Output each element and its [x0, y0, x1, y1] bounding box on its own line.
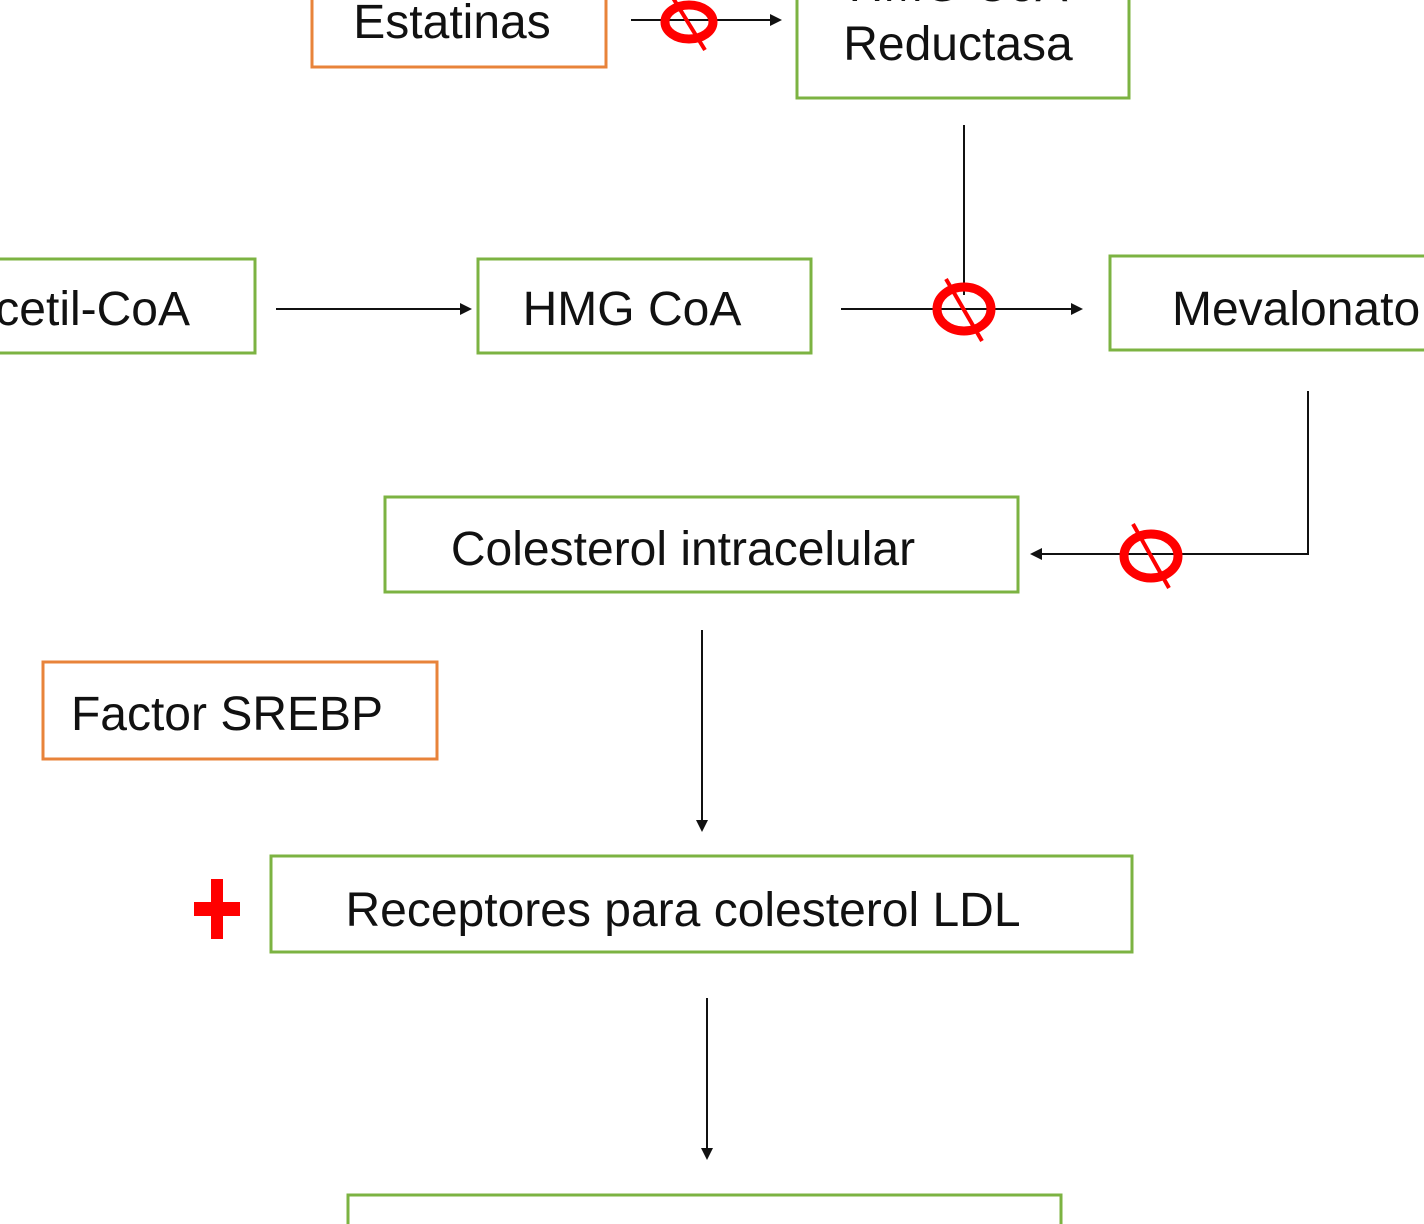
plus-icon [194, 879, 240, 939]
node-estatinas-label: Estatinas [353, 0, 550, 49]
node-receptores-ldl: Receptores para colesterol LDL [269, 854, 1134, 954]
node-colesterol-intracelular: Colesterol intracelular [383, 495, 1020, 594]
node-estatinas: Estatinas [310, 0, 608, 69]
node-colesterol-intracelular-label: Colesterol intracelular [451, 523, 915, 576]
node-factor-srebp: Factor SREBP [41, 660, 439, 761]
node-hmg-coa-label: HMG CoA [523, 283, 742, 336]
node-acetil-coa-label: Acetil-CoA [0, 283, 190, 336]
node-receptores-ldl-label: Receptores para colesterol LDL [345, 884, 1020, 937]
node-acetil-coa: Acetil-CoA [0, 257, 257, 355]
node-hmg-coa-reductasa: HMG CoA Reductasa [795, 0, 1131, 100]
node-mevalonato-label: Mevalonato [1172, 283, 1420, 336]
inhibition-symbol-icon [932, 277, 996, 343]
node-hmg-coa-reductasa-label-line2: Reductasa [843, 18, 1073, 71]
inhibition-symbol-icon [660, 0, 718, 52]
node-hmg-coa: HMG CoA [476, 257, 813, 355]
edge-mevalonato-to-colesterol [1030, 391, 1309, 560]
inhibition-symbol-icon [1119, 523, 1183, 589]
node-mevalonato: Mevalonato [1108, 254, 1424, 352]
node-factor-srebp-label: Factor SREBP [71, 688, 383, 741]
node-hmg-coa-reductasa-label-line1: HMG CoA [849, 0, 1068, 12]
node-bottom [346, 1193, 1063, 1224]
